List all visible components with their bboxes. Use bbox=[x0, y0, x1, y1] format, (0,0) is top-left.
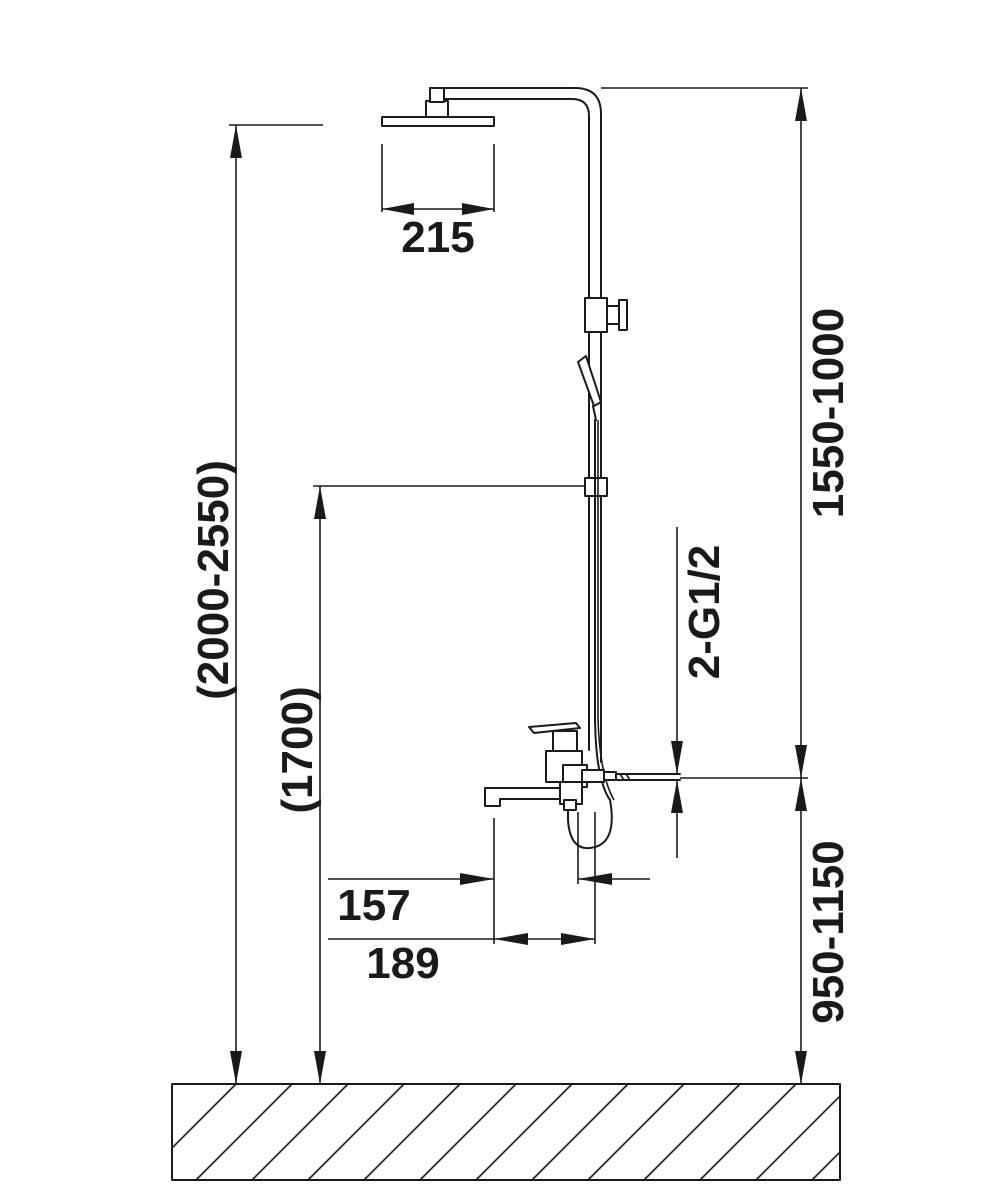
hatch-line bbox=[172, 1084, 237, 1150]
hand-shower-icon bbox=[577, 355, 602, 421]
dim-inner-offset bbox=[328, 812, 650, 944]
label-outer-offset: 189 bbox=[366, 939, 439, 988]
label-slide-height: (1700) bbox=[273, 686, 322, 813]
hatch-line bbox=[251, 1084, 349, 1180]
bath-mixer-valve bbox=[484, 722, 681, 811]
label-head-width: 215 bbox=[401, 213, 474, 262]
hatch-line bbox=[531, 1084, 629, 1180]
shower-riser-pipe bbox=[429, 87, 602, 763]
hatch-line bbox=[643, 1084, 741, 1180]
label-rail-length: 1550-1000 bbox=[804, 308, 853, 518]
hatch-line bbox=[755, 1094, 840, 1180]
dim-head-width bbox=[381, 144, 495, 215]
label-inlet-height: 950-1150 bbox=[804, 840, 853, 1024]
hatch-line bbox=[307, 1084, 405, 1180]
hatch-line bbox=[811, 1150, 840, 1180]
label-inner-offset: 157 bbox=[337, 881, 410, 930]
dim-slide-height bbox=[313, 485, 586, 1084]
hatch-line bbox=[587, 1084, 685, 1180]
hatch-line bbox=[699, 1084, 797, 1180]
hatch-line bbox=[195, 1084, 293, 1180]
rain-shower-head bbox=[381, 87, 495, 127]
label-total-height: (2000-2550) bbox=[189, 460, 238, 700]
hatch-line bbox=[363, 1084, 461, 1180]
hatch-line bbox=[419, 1084, 517, 1180]
dim-thread bbox=[671, 527, 683, 858]
hatch-line bbox=[475, 1084, 573, 1180]
dim-outer-offset bbox=[328, 812, 596, 945]
dim-inlet-height bbox=[795, 778, 807, 1084]
dim-rail-length bbox=[601, 87, 808, 779]
dim-total-height bbox=[229, 124, 323, 1084]
floor-hatch bbox=[171, 1083, 964, 1181]
diverter-knob-icon bbox=[584, 297, 628, 333]
shower-hose bbox=[567, 419, 615, 850]
hatch-line bbox=[868, 1084, 964, 1180]
label-thread: 2-G1/2 bbox=[680, 545, 729, 680]
